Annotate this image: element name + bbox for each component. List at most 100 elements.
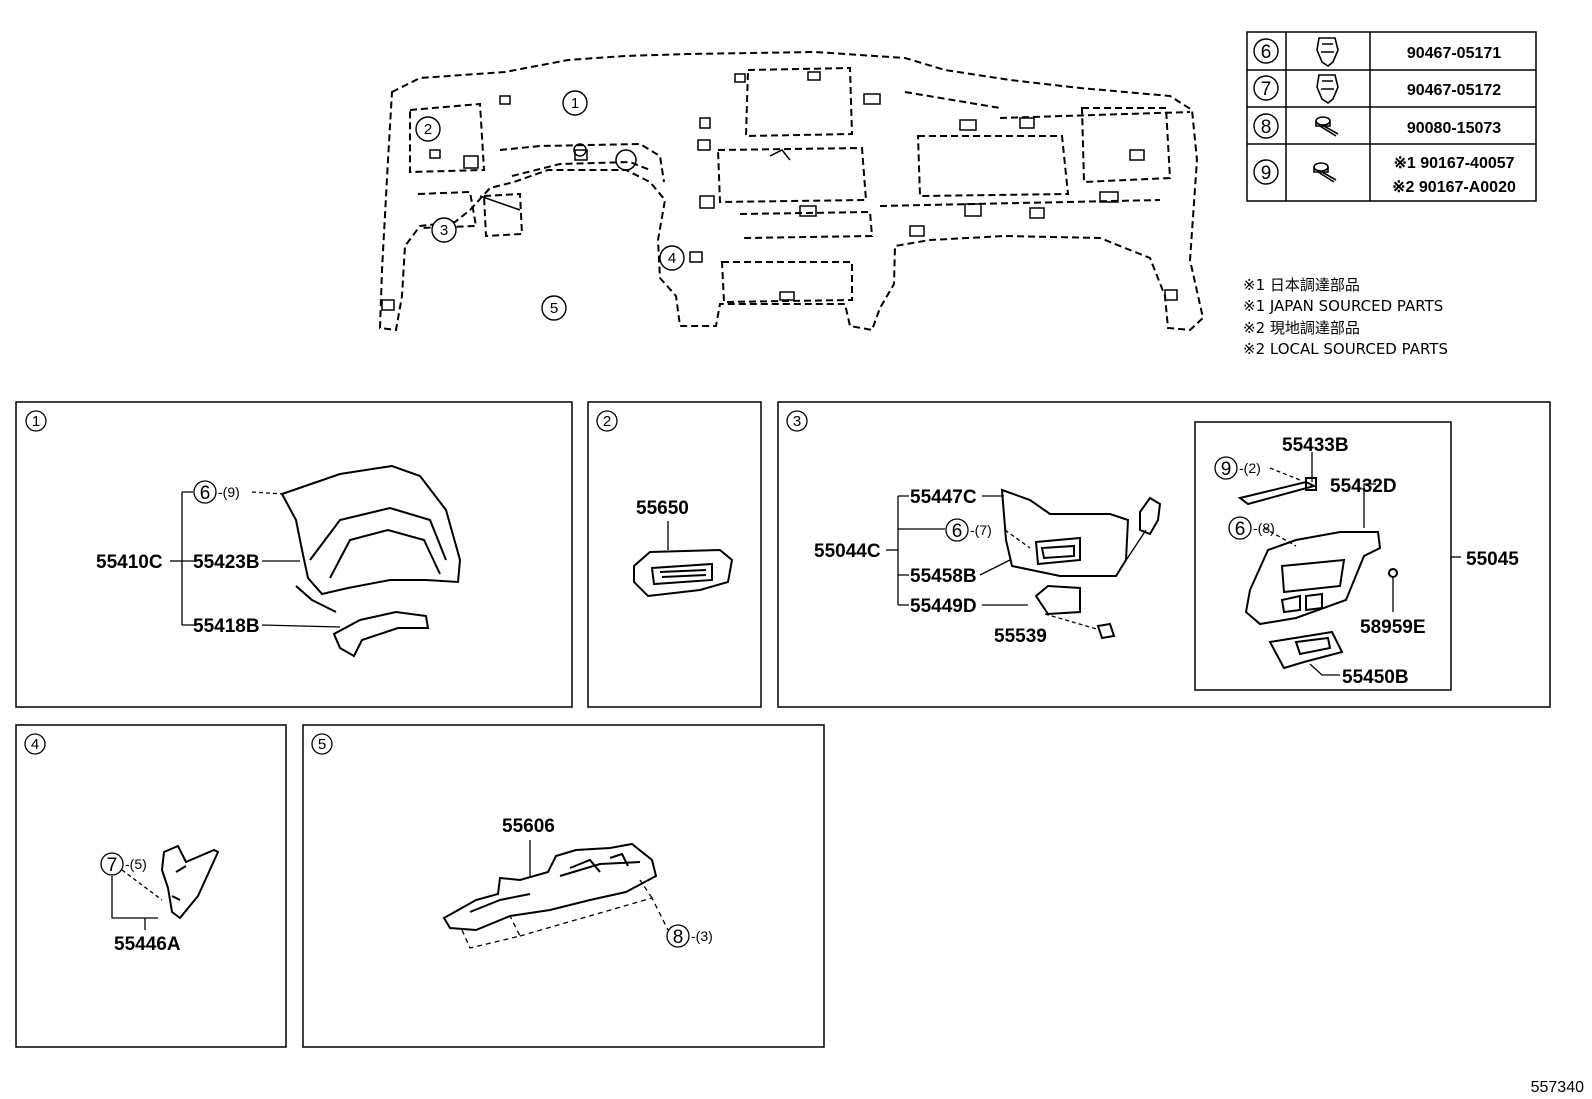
fastener-index: 7: [1261, 79, 1272, 100]
svg-text:4: 4: [31, 736, 39, 753]
leader-line: [1263, 527, 1297, 547]
fastener-part-number: 90467-05171: [1407, 45, 1501, 62]
part-number[interactable]: 55433B: [1282, 435, 1349, 456]
fastener-callout[interactable]: 6 -(9): [193, 480, 240, 504]
screw-icon: [1315, 116, 1339, 137]
leader-line: [1004, 529, 1031, 549]
panel-3-index: 3: [786, 410, 808, 432]
leader-line: [1309, 663, 1340, 676]
fastener-row-8[interactable]: 8 90080-15073: [1253, 113, 1501, 139]
part-number[interactable]: 55044C: [814, 541, 881, 562]
svg-text:1: 1: [32, 413, 40, 430]
side-trim-drawing: [160, 844, 220, 920]
leader-line: [519, 897, 669, 937]
air-vent-drawing: [633, 548, 734, 598]
glove-box-drawing: [1237, 477, 1398, 670]
svg-text:5: 5: [318, 736, 326, 753]
panel-2-frame: [587, 401, 762, 708]
panel-1-content: 6 -(9) 55410C 55423B 55418B: [96, 464, 462, 658]
part-number[interactable]: 55606: [502, 816, 555, 837]
fastener-part-number: 90467-05172: [1407, 82, 1501, 99]
fastener-table: [1246, 31, 1537, 202]
svg-text:1: 1: [571, 95, 579, 112]
svg-text:-(9): -(9): [218, 484, 240, 500]
svg-text:8: 8: [673, 927, 684, 948]
panel-4-frame: [15, 724, 287, 1048]
lower-panel-drawing: [1000, 488, 1162, 640]
svg-text:-(7): -(7): [970, 522, 992, 538]
panel-4-index: 4: [24, 733, 46, 755]
leader-line: [897, 495, 945, 606]
part-number[interactable]: 55450B: [1342, 667, 1409, 688]
clip-icon: [1316, 37, 1339, 67]
panel-3-frame: [777, 401, 1551, 708]
note-line: ※1 JAPAN SOURCED PARTS: [1243, 297, 1443, 315]
fastener-part-number: 90080-15073: [1407, 120, 1501, 137]
leader-line: [1363, 483, 1376, 528]
fastener-index: 8: [1261, 117, 1272, 138]
overview-marker-5: 5: [541, 295, 567, 321]
fastener-callout[interactable]: 7 -(5): [100, 852, 147, 876]
overview-marker-2: 2: [415, 116, 441, 142]
fastener-callout[interactable]: 8 -(3): [666, 924, 713, 948]
overview-marker-4: 4: [659, 245, 685, 271]
part-number[interactable]: 55539: [994, 626, 1047, 647]
part-number[interactable]: 55650: [636, 498, 689, 519]
svg-text:6: 6: [1235, 519, 1246, 540]
fastener-index: 9: [1261, 163, 1272, 184]
svg-text:5: 5: [550, 300, 558, 317]
leader-line: [251, 491, 285, 495]
clip-icon: [1316, 74, 1339, 104]
svg-text:2: 2: [603, 413, 611, 430]
part-number[interactable]: 55449D: [910, 596, 977, 617]
leader-line: [979, 559, 1011, 576]
drawing-number: 557340: [1531, 1079, 1584, 1096]
svg-text:9: 9: [1221, 459, 1232, 480]
fastener-row-7[interactable]: 7 90467-05172: [1253, 74, 1501, 104]
leader-line: [121, 869, 163, 901]
leader-line: [639, 879, 653, 899]
part-number[interactable]: 55418B: [193, 616, 260, 637]
svg-text:3: 3: [793, 413, 801, 430]
part-number[interactable]: 55447C: [910, 487, 977, 508]
fastener-callout[interactable]: 9 -(2): [1214, 456, 1261, 480]
part-number[interactable]: 55045: [1466, 549, 1519, 570]
svg-text:3: 3: [440, 222, 448, 239]
svg-text:6: 6: [200, 483, 211, 504]
panel-1-frame: [15, 401, 573, 708]
fastener-callout[interactable]: 6 -(7): [945, 518, 992, 542]
meter-hood-drawing: [280, 464, 462, 658]
panel-4-content: 7 -(5) 55446A: [100, 844, 220, 955]
overview-marker-3: 3: [431, 217, 457, 243]
leader-line: [181, 491, 194, 626]
svg-text:7: 7: [107, 855, 118, 876]
panel-3-content: 6 -(7) 55044C 55447C 55458B 55449D 55539: [814, 435, 1519, 688]
screw-icon: [1313, 162, 1337, 183]
part-number[interactable]: 55446A: [114, 934, 181, 955]
panel-2-index: 2: [596, 410, 618, 432]
svg-text:2: 2: [424, 121, 432, 138]
fastener-row-9[interactable]: 9 ※1 90167-40057 ※2 90167-A0020: [1253, 155, 1516, 196]
svg-text:-(2): -(2): [1239, 460, 1261, 476]
svg-text:-(8): -(8): [1253, 520, 1275, 536]
svg-text:6: 6: [952, 521, 963, 542]
instrument-panel-overview: [378, 50, 1205, 332]
part-number[interactable]: 55458B: [910, 566, 977, 587]
part-number[interactable]: 55410C: [96, 552, 163, 573]
svg-text:-(3): -(3): [691, 928, 713, 944]
part-number[interactable]: 58959E: [1360, 617, 1426, 638]
leader-line: [1044, 613, 1101, 631]
fastener-row-6[interactable]: 6 90467-05171: [1253, 37, 1501, 67]
svg-text:4: 4: [668, 250, 676, 267]
leader-line: [461, 915, 521, 949]
part-number[interactable]: 55432D: [1330, 476, 1397, 497]
leader-line: [111, 876, 158, 919]
fastener-callout[interactable]: 6 -(8): [1228, 516, 1275, 540]
note-line: ※2 現地調達部品: [1243, 319, 1360, 337]
part-number[interactable]: 55423B: [193, 552, 260, 573]
leader-line: [261, 624, 341, 628]
fastener-part-number-local: ※2 90167-A0020: [1392, 179, 1516, 196]
svg-text:-(5): -(5): [125, 856, 147, 872]
sourcing-notes: ※1 日本調達部品 ※1 JAPAN SOURCED PARTS ※2 現地調達…: [1243, 276, 1448, 358]
